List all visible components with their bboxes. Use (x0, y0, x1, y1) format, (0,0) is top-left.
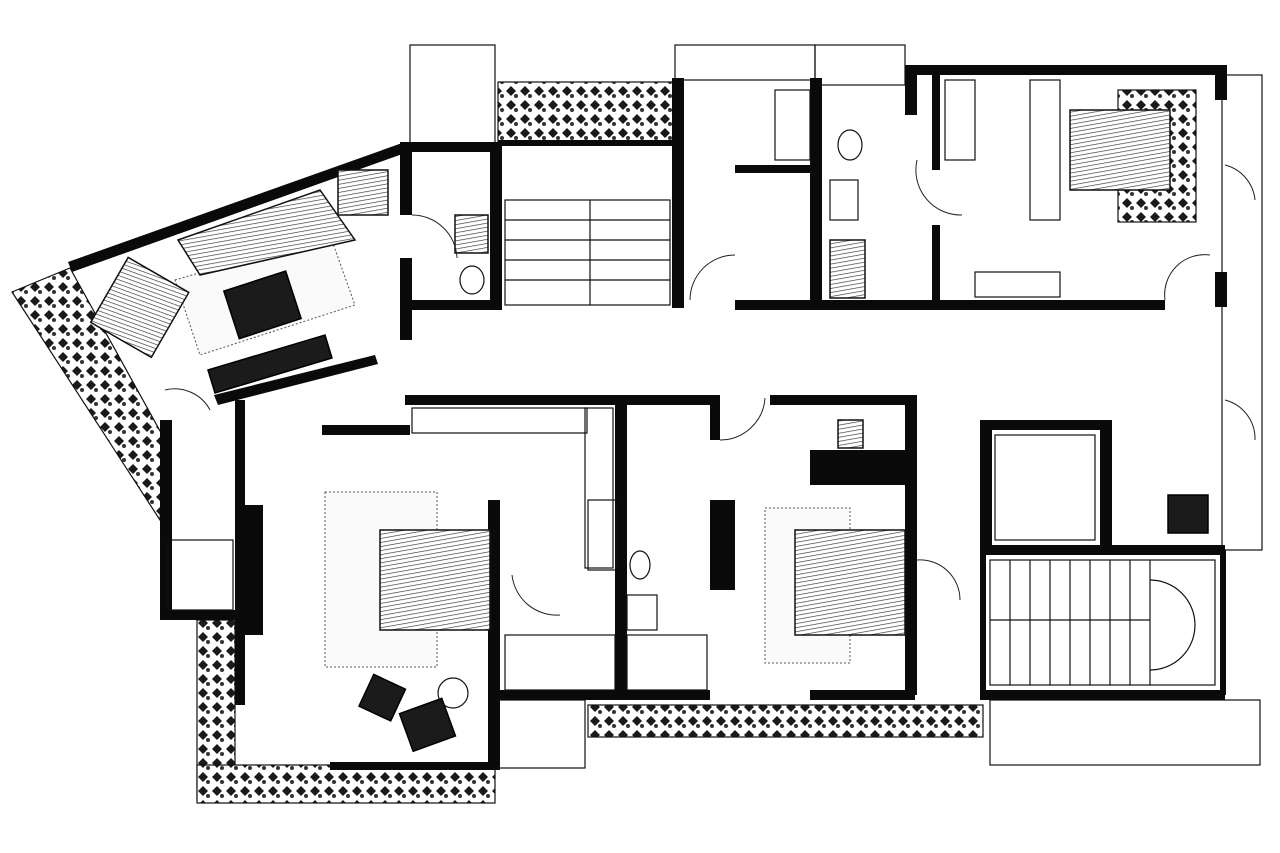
bed (794, 529, 906, 636)
bathrooms (167, 89, 866, 691)
closet (944, 79, 976, 161)
desk (974, 271, 1061, 298)
bed (379, 529, 491, 631)
closet (411, 407, 588, 434)
tv-console (207, 334, 333, 394)
master-bedroom (324, 407, 614, 753)
bedroom-2 (764, 419, 906, 664)
closet (1029, 79, 1061, 221)
doors (164, 159, 1256, 616)
planter-bottom (196, 764, 496, 804)
toilet (629, 550, 651, 580)
coffee-table (222, 270, 303, 340)
sink (829, 179, 859, 221)
stairs-interior (504, 199, 671, 306)
side-table (337, 169, 389, 216)
sink (454, 214, 489, 254)
walls (68, 65, 1227, 770)
planters (11, 81, 1197, 804)
side-table (437, 677, 469, 709)
living-room (89, 169, 389, 394)
sink (626, 594, 658, 631)
sofa (176, 189, 357, 276)
shower (504, 634, 616, 691)
lounge-chair (398, 697, 457, 753)
closet (584, 407, 614, 569)
armchair (1167, 494, 1209, 534)
bedroom-3 (944, 79, 1209, 534)
shower (829, 239, 866, 299)
toilet (837, 129, 863, 161)
vanity (774, 89, 811, 161)
armchair (89, 256, 190, 359)
elevator (994, 434, 1096, 541)
lounge-chair (357, 673, 407, 722)
shower (626, 634, 708, 691)
chair (837, 419, 864, 449)
planter-bottom-mid (587, 704, 984, 738)
double-sink (587, 499, 617, 571)
toilet (459, 265, 485, 295)
stairwell (989, 559, 1216, 686)
bed (1069, 109, 1171, 191)
planter-top (497, 81, 675, 143)
cabinet (167, 539, 234, 611)
